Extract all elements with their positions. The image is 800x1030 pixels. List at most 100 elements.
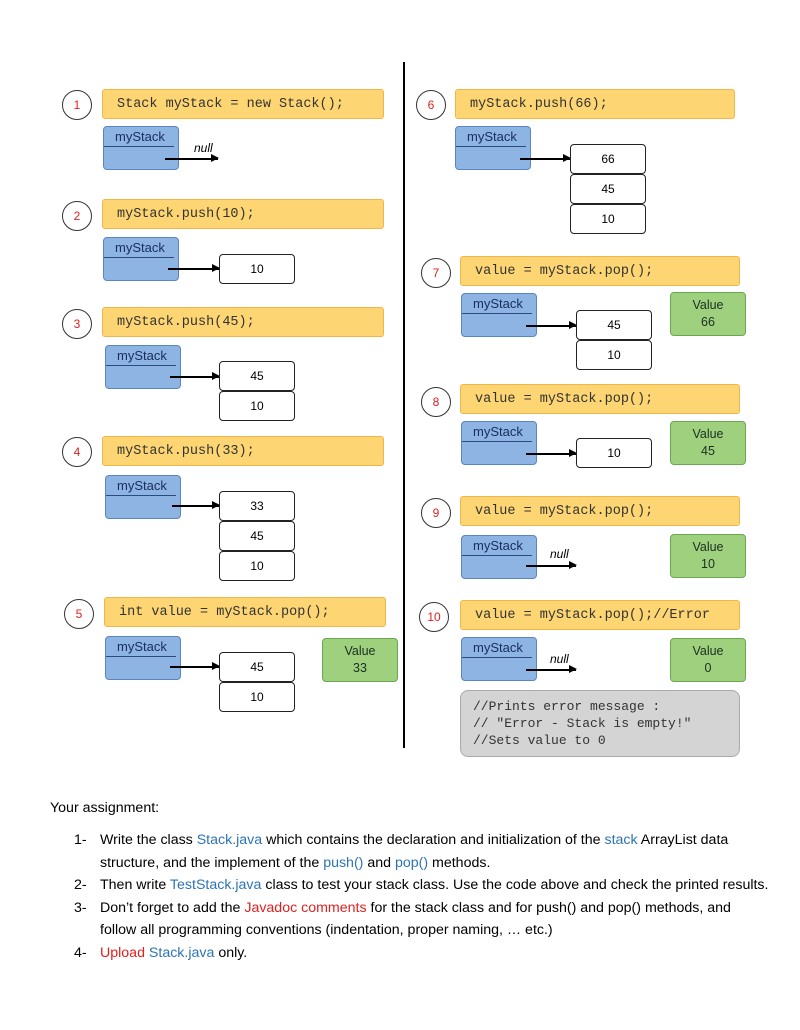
item-text: Write the class [100,832,197,848]
null-label: null [194,141,213,155]
item-number: 2- [74,877,87,893]
stack-cell: 10 [219,254,295,284]
code-statement: value = myStack.pop(); [460,256,740,286]
value-box: Value 66 [670,292,746,336]
assignment-item: 1- Write the class Stack.java which cont… [50,829,770,874]
assignment-item: 2- Then write TestStack.java class to te… [50,874,770,897]
item-text: only. [218,944,248,961]
stack-reference-label: myStack [473,424,523,439]
stack-cell: 10 [576,340,652,370]
item-text: Then write [100,877,170,893]
pointer-arrow [520,155,571,161]
stack-reference-label: myStack [473,296,523,311]
step-number: 3 [62,309,92,339]
value-number: 0 [704,661,712,675]
pointer-arrow [165,155,219,161]
value-box: Value 0 [670,638,746,682]
value-number: 33 [353,661,367,675]
stack-reference: myStack [105,636,181,680]
null-label: null [550,652,569,666]
stack-reference: myStack [461,293,537,337]
pointer-arrow [170,663,220,669]
item-text: and [363,854,395,871]
code-statement: myStack.push(66); [455,89,735,119]
stack-reference: myStack [103,126,179,170]
step-number: 7 [421,258,451,288]
code-statement: myStack.push(45); [102,307,384,337]
stack-reference: myStack [461,637,537,681]
item-highlight: TestStack.java [169,877,262,893]
null-label: null [550,547,569,561]
stack-reference: myStack [455,126,531,170]
value-label: Value [344,644,376,658]
stack-cell: 33 [219,491,295,521]
stack-cell: 10 [219,682,295,712]
code-statement: myStack.push(33); [102,436,384,466]
item-highlight: push() [323,854,364,871]
stack-reference-label: myStack [117,478,167,493]
stack-reference-label: myStack [473,538,523,553]
stack-reference: myStack [103,237,179,281]
note-line: // "Error - Stack is empty!" [473,716,692,731]
item-text: class to test your stack class. Use the … [261,877,769,893]
item-text: which contains the declaration and initi… [262,832,605,848]
item-text: for the stack class and for push() and p… [100,899,731,939]
stack-reference: myStack [461,421,537,465]
stack-reference-label: myStack [117,639,167,654]
stack-reference-label: myStack [115,129,165,144]
assignment-section: Your assignment: 1- Write the class Stac… [50,800,770,964]
pointer-arrow [526,562,577,568]
pointer-arrow [526,322,577,328]
stack-reference-label: myStack [117,348,167,363]
code-statement: value = myStack.pop(); [460,384,740,414]
step-number: 2 [62,201,92,231]
pointer-arrow [526,666,577,672]
note-line: //Prints error message : [473,699,661,714]
step-number: 1 [62,90,92,120]
item-number: 4- [74,944,87,961]
stack-cell: 45 [219,361,295,391]
value-label: Value [692,644,724,658]
assignment-item: 4- Upload Stack.java only. [50,942,770,965]
item-text: ArrayList data structure, and the implem… [100,832,729,871]
value-number: 66 [701,315,715,329]
step-number: 4 [62,437,92,467]
stack-cell: 10 [219,391,295,421]
pointer-arrow [168,265,220,271]
assignment-item: 3- Don’t forget to add the Javadoc comme… [50,897,770,942]
pointer-arrow [526,450,577,456]
stack-cell: 10 [219,551,295,581]
pointer-arrow [172,502,220,508]
step-number: 8 [421,387,451,417]
pointer-arrow [170,373,220,379]
column-divider [403,62,405,748]
value-number: 45 [701,444,715,458]
value-label: Value [692,298,724,312]
stack-cell: 45 [570,174,646,204]
stack-reference: myStack [105,345,181,389]
code-statement: value = myStack.pop(); [460,496,740,526]
item-highlight: stack [604,832,638,848]
item-highlight: Stack.java [196,832,263,848]
assignment-title: Your assignment: [50,800,160,816]
code-statement: int value = myStack.pop(); [104,597,386,627]
item-highlight: Javadoc comments [244,899,367,916]
step-number: 6 [416,90,446,120]
step-number: 9 [421,498,451,528]
note-line: //Sets value to 0 [473,733,606,748]
stack-reference-label: myStack [473,640,523,655]
stack-cell: 45 [219,652,295,682]
code-statement: Stack myStack = new Stack(); [102,89,384,119]
stack-cell: 10 [570,204,646,234]
value-label: Value [692,540,724,554]
item-number: 1- [74,832,87,848]
stack-reference-label: myStack [115,240,165,255]
item-text: Don’t forget to add the [100,899,245,916]
item-number: 3- [74,899,87,916]
code-statement: value = myStack.pop();//Error [460,600,740,630]
stack-cell: 10 [576,438,652,468]
item-highlight: Stack.java [148,944,215,961]
step-number: 10 [419,602,449,632]
